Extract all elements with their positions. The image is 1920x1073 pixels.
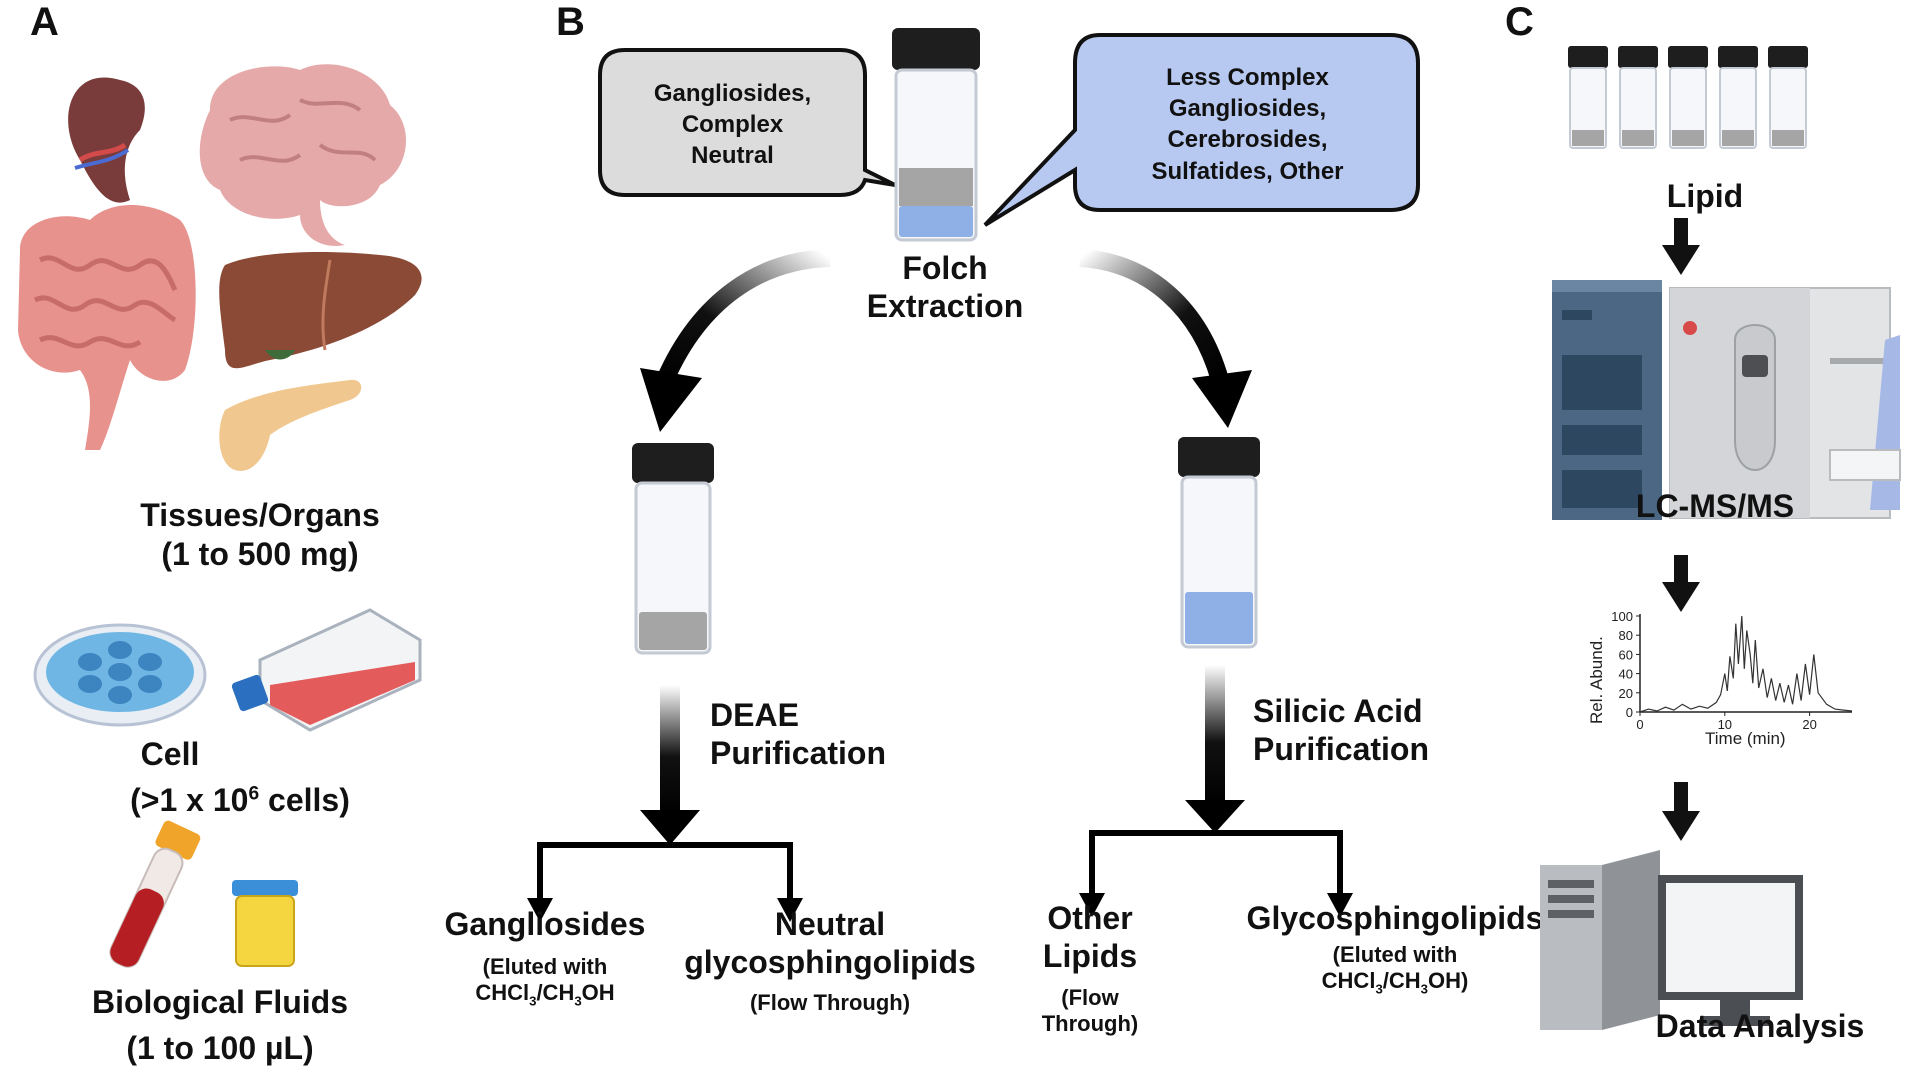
lipid-vials-icon [1568, 46, 1808, 149]
deae-line-1: DEAE [710, 697, 799, 733]
glyco-eluted: (Eluted with CHCl3/CH3OH) [1290, 942, 1500, 997]
chart-xticks: 0 10 20 [1636, 712, 1817, 732]
bubble-right-line-1: Less Complex [1166, 64, 1329, 91]
neutral-flow-through: (Flow Through) [749, 990, 911, 1015]
petri-dish-icon [33, 623, 207, 727]
silicic-label: Silicic Acid Purification [1253, 693, 1493, 769]
computer-icon [1540, 850, 1803, 1030]
lcms-label: LC-MS/MS [1635, 488, 1795, 524]
chart-ytick-label: 20 [1619, 686, 1633, 701]
bubble-left-line-2: Complex [681, 111, 784, 139]
panel-a-cells-art [33, 608, 422, 732]
silicic-line-2: Purification [1253, 730, 1430, 767]
panel-a-letter: A [30, 0, 59, 44]
curved-arrow-right [1079, 249, 1229, 383]
deae-label: DEAE Purification [710, 697, 930, 773]
chart-ytick-label: 0 [1626, 705, 1633, 720]
cell-title: Cell [140, 736, 200, 772]
deae-stem-arrow [660, 685, 680, 815]
arrow-down-2 [1662, 555, 1700, 612]
other-lipids-label: Other Lipids [1020, 900, 1160, 976]
cell-amount-suffix: cells) [259, 782, 350, 818]
arrow-down-3 [1662, 782, 1700, 841]
other-flow-line-1: (Flow [1061, 985, 1119, 1010]
chart-ytick-label: 60 [1619, 647, 1633, 662]
neutral-line-1: Neutral [774, 906, 886, 942]
bubble-right-line-4: Sulfatides, Other [1151, 157, 1344, 185]
glyco-label: Glycosphingolipids [1246, 900, 1544, 936]
chart-xlabel: Time (min) [1705, 729, 1786, 748]
folch-line-1: Folch [902, 250, 988, 286]
silicic-branch [1089, 830, 1343, 905]
gangliosides-label: Gangliosides [444, 906, 646, 942]
data-analysis-label: Data Analysis [1655, 1008, 1865, 1044]
chart-xtick-label: 0 [1636, 717, 1643, 732]
chart-ytick-label: 80 [1619, 628, 1633, 643]
deae-branch [537, 842, 793, 910]
neutral-label: Neutral glycosphingolipids [660, 906, 1000, 982]
chart-ytick-label: 100 [1611, 609, 1633, 624]
deae-vial-icon [632, 443, 714, 655]
bubble-right [983, 33, 1420, 227]
panel-a-organs-art [18, 64, 422, 471]
intestine-icon [18, 205, 196, 450]
liver-icon [219, 252, 422, 369]
silicic-line-1: Silicic Acid [1253, 693, 1423, 729]
tissues-title: Tissues/Organs [140, 497, 380, 533]
blood-tube-icon [109, 820, 201, 968]
bubble-right-text: Less Complex Gangliosides, Cerebrosides,… [1080, 62, 1415, 187]
panel-a-fluids-art [109, 820, 298, 968]
deae-line-2: Purification [710, 734, 887, 771]
glyco-eluted-line-2: CHCl3/CH3OH) [1321, 967, 1469, 997]
cell-amount-exp: 6 [248, 783, 260, 805]
bubble-left [598, 48, 896, 197]
chromatogram-trace [1639, 615, 1853, 713]
chromatogram-chart: Rel. Abund. 0 20 40 60 80 100 0 10 20 Time (min… [1587, 609, 1853, 748]
folch-label: Folch Extraction [830, 250, 1060, 326]
pancreas-icon [219, 379, 362, 471]
panel-c-art [1540, 46, 1901, 1030]
gangliosides-eluted-line-2: CHCl3/CH3OH [475, 979, 615, 1009]
other-lipids-flow: (Flow Through) [1020, 985, 1160, 1037]
panel-b-letter: B [556, 0, 585, 44]
chart-xtick-label: 10 [1718, 717, 1732, 732]
brain-icon [199, 64, 407, 246]
glyco-eluted-line-1: (Eluted with [1332, 942, 1458, 967]
other-flow-line-2: Through) [1041, 1010, 1139, 1036]
silicic-stem-arrow [1205, 665, 1225, 805]
lipid-label: Lipid [1666, 178, 1744, 214]
folch-line-2: Extraction [866, 287, 1024, 324]
gangliosides-eluted-line-1: (Eluted with [482, 954, 608, 979]
chart-ytick-label: 40 [1619, 667, 1633, 682]
silicic-vial-icon [1178, 437, 1260, 649]
arrow-down-1 [1662, 218, 1700, 275]
fluids-amount: (1 to 100 µL) [126, 1030, 314, 1066]
cell-amount-prefix: (>1 x 10 [130, 782, 249, 818]
culture-flask-icon [231, 608, 422, 732]
tissues-amount: (1 to 500 mg) [161, 536, 359, 572]
urine-cup-icon [232, 880, 298, 967]
bubble-right-line-2: Gangliosides, [1168, 95, 1327, 123]
bubble-left-line-1: Gangliosides, [653, 80, 812, 107]
chart-yticks: 0 20 40 60 80 100 [1611, 609, 1640, 720]
fluids-title: Biological Fluids [91, 984, 348, 1020]
lcms-instrument-icon [1552, 280, 1901, 520]
bubble-right-line-3: Cerebrosides, [1167, 126, 1328, 154]
curved-arrow-left [656, 249, 831, 384]
gangliosides-eluted: (Eluted with CHCl3/CH3OH [440, 954, 650, 1009]
other-lipids-line-2: Lipids [1042, 937, 1138, 974]
bubble-left-text: Gangliosides, Complex Neutral [605, 78, 860, 172]
kidney-icon [68, 77, 145, 203]
cell-amount: (>1 x 106 cells) [90, 782, 390, 820]
bubble-left-line-3: Neutral [691, 142, 774, 170]
chart-ylabel: Rel. Abund. [1587, 636, 1606, 724]
neutral-line-2: glycosphingolipids [684, 943, 976, 980]
chart-xtick-label: 20 [1802, 717, 1816, 732]
other-lipids-line-1: Other [1047, 900, 1133, 936]
top-vial-icon [892, 28, 980, 242]
panel-c-letter: C [1505, 0, 1534, 44]
